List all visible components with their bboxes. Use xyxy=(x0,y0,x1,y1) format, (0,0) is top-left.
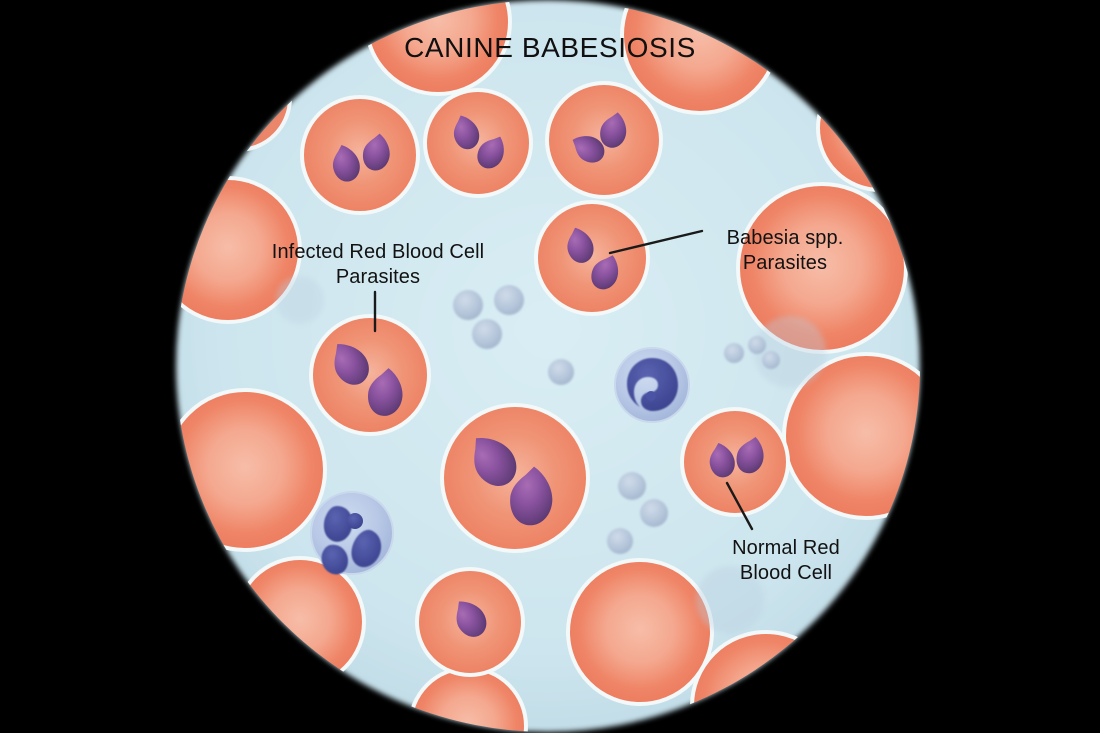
annotation-infected-red-blood-cell: Infected Red Blood Cell Parasites xyxy=(271,241,485,288)
white-blood-cell-monocyte xyxy=(614,347,690,423)
out-of-focus-cells xyxy=(276,276,826,634)
platelet xyxy=(762,351,780,369)
normal-rbc xyxy=(234,556,366,688)
normal-rbc xyxy=(176,388,327,552)
infected-red-blood-cell xyxy=(423,88,533,198)
annotation-normal-red-blood-cell: Normal Red Blood Cell xyxy=(732,537,840,584)
platelet xyxy=(607,528,633,554)
infected-red-blood-cell xyxy=(680,407,790,517)
infected-red-blood-cell xyxy=(415,567,525,677)
white-blood-cell-neutrophil xyxy=(310,491,394,575)
infected-red-blood-cell xyxy=(309,314,431,436)
platelet xyxy=(548,359,574,385)
infected-red-blood-cell xyxy=(545,81,663,199)
leader-normal-rbc xyxy=(725,481,754,531)
leader-babesia xyxy=(608,229,704,255)
infected-red-blood-cell xyxy=(440,403,590,553)
leader-lines xyxy=(373,229,754,531)
platelets xyxy=(453,285,780,554)
annotation-babesia-parasites: Babesia spp. Parasites xyxy=(726,227,844,274)
infected-red-blood-cell xyxy=(300,95,420,215)
platelet xyxy=(748,336,766,354)
platelet xyxy=(494,285,524,315)
platelet xyxy=(618,472,646,500)
platelet xyxy=(453,290,483,320)
normal-rbc xyxy=(566,558,714,706)
normal-rbc xyxy=(816,64,920,192)
page-title: CANINE BABESIOSIS xyxy=(404,32,696,63)
infected-red-blood-cell xyxy=(534,200,650,316)
platelet xyxy=(724,343,744,363)
platelet xyxy=(472,319,502,349)
platelet xyxy=(640,499,668,527)
